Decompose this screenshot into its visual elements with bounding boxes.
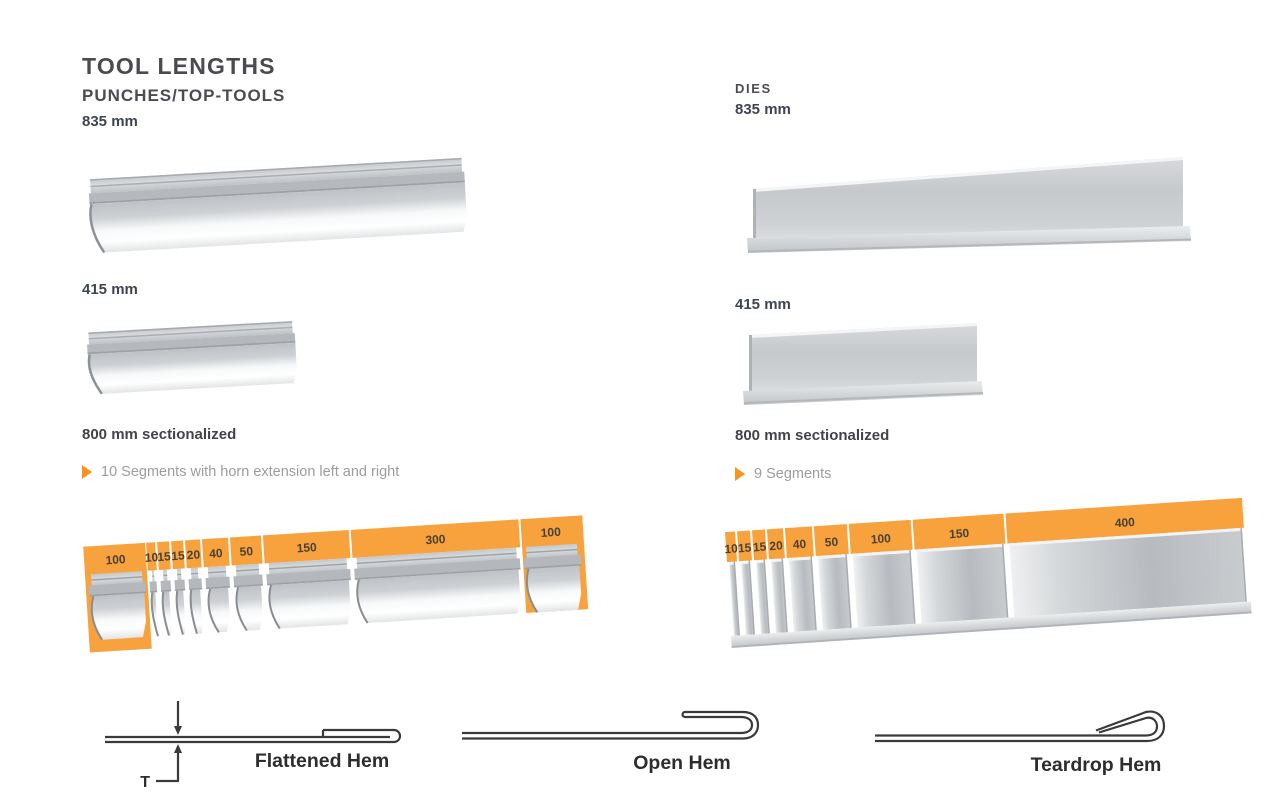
segment-highlight: [157, 541, 171, 571]
segment-highlight: [185, 539, 202, 569]
punch-segment: [91, 592, 147, 640]
segment-highlight: [725, 531, 738, 563]
thickness-arrow-up: [156, 753, 180, 783]
die-segment: [755, 559, 770, 634]
segment-label: 400: [1114, 515, 1135, 530]
die-415-image: [735, 313, 997, 418]
segment-highlight: [912, 513, 1006, 550]
segment-highlight: [262, 530, 351, 564]
segment-label: 10: [144, 550, 159, 565]
segment-label: 150: [296, 540, 317, 555]
die-segment: [916, 543, 1009, 624]
punch-835-image: [76, 146, 496, 276]
die-segment: [1009, 527, 1247, 618]
segment-highlight: [766, 528, 785, 560]
flattened-hem-diagram: T Flattened Hem: [100, 697, 420, 807]
segment-label: 15: [171, 548, 186, 563]
segment-highlight: [1005, 497, 1244, 544]
punch-note-text: 10 Segments with horn extension left and…: [101, 464, 400, 480]
segment-highlight: [813, 524, 849, 557]
segment-label: 20: [769, 538, 784, 553]
punch-segment: [152, 592, 158, 637]
die-835-image: [738, 145, 1210, 270]
segment-highlight: [201, 537, 230, 568]
segment-highlight: [848, 519, 913, 554]
punch-segment: [236, 585, 263, 631]
segment-highlight: [737, 530, 752, 562]
die-note-text: 9 Segments: [754, 466, 832, 482]
punch-sectional-note: 10 Segments with horn extension left and…: [82, 464, 399, 480]
segment-label: 300: [425, 532, 446, 547]
dies-heading: DIES: [735, 81, 772, 96]
die-sectional-label: 800 mm sectionalized: [735, 427, 890, 444]
segment-label: 10: [724, 541, 739, 556]
page-title: TOOL LENGTHS: [82, 53, 276, 79]
punch-segment: [162, 591, 172, 636]
die-415-label: 415 mm: [735, 296, 791, 313]
open-hem-label: Open Hem: [633, 752, 731, 774]
punches-heading: PUNCHES/TOP-TOOLS: [82, 86, 286, 105]
segment-label: 100: [540, 525, 561, 540]
die-segment: [788, 556, 817, 632]
segment-label: 100: [105, 552, 126, 567]
punch-sectional-label: 800 mm sectionalized: [82, 426, 237, 443]
segment-label: 40: [792, 537, 807, 552]
segment-highlight: [171, 540, 185, 570]
punch-segment: [190, 589, 203, 634]
die-segment: [817, 554, 852, 630]
segment-highlight: [784, 526, 814, 559]
triangle-bullet-icon: [735, 467, 745, 481]
die-segment: [729, 561, 740, 636]
teardrop-hem-diagram: Teardrop Hem: [860, 697, 1180, 807]
segment-label: 40: [209, 546, 224, 561]
die-835-label: 835 mm: [735, 101, 791, 118]
open-hem-diagram: Open Hem: [455, 697, 775, 807]
segment-label: 15: [738, 540, 753, 555]
punch-835-label: 835 mm: [82, 113, 138, 130]
die-segment: [741, 560, 755, 635]
segment-label: 20: [186, 547, 201, 562]
segment-highlight: [350, 519, 521, 558]
segment-highlight: [229, 535, 263, 566]
die-segment: [852, 549, 916, 628]
punch-segment: [208, 587, 230, 633]
punch-segment: [357, 569, 521, 624]
punch-415-image: [78, 308, 333, 413]
segment-label: 100: [870, 531, 891, 546]
punch-segment: [526, 565, 582, 613]
segment-label: 15: [157, 549, 172, 564]
segment-label: 50: [239, 544, 254, 559]
die-sectional-note: 9 Segments: [735, 466, 831, 482]
segment-label: 150: [949, 526, 970, 541]
segment-highlight: [146, 542, 157, 571]
punch-415-label: 415 mm: [82, 281, 138, 298]
segment-label: 15: [752, 539, 767, 554]
flattened-hem-label: Flattened Hem: [255, 750, 389, 772]
segment-highlight: [751, 529, 767, 561]
segment-label: 50: [824, 535, 839, 550]
teardrop-hem-label: Teardrop Hem: [1031, 754, 1162, 776]
triangle-bullet-icon: [82, 465, 92, 479]
punch-segment: [176, 590, 186, 635]
punch-segment: [269, 580, 351, 629]
thickness-label: T: [140, 774, 150, 791]
